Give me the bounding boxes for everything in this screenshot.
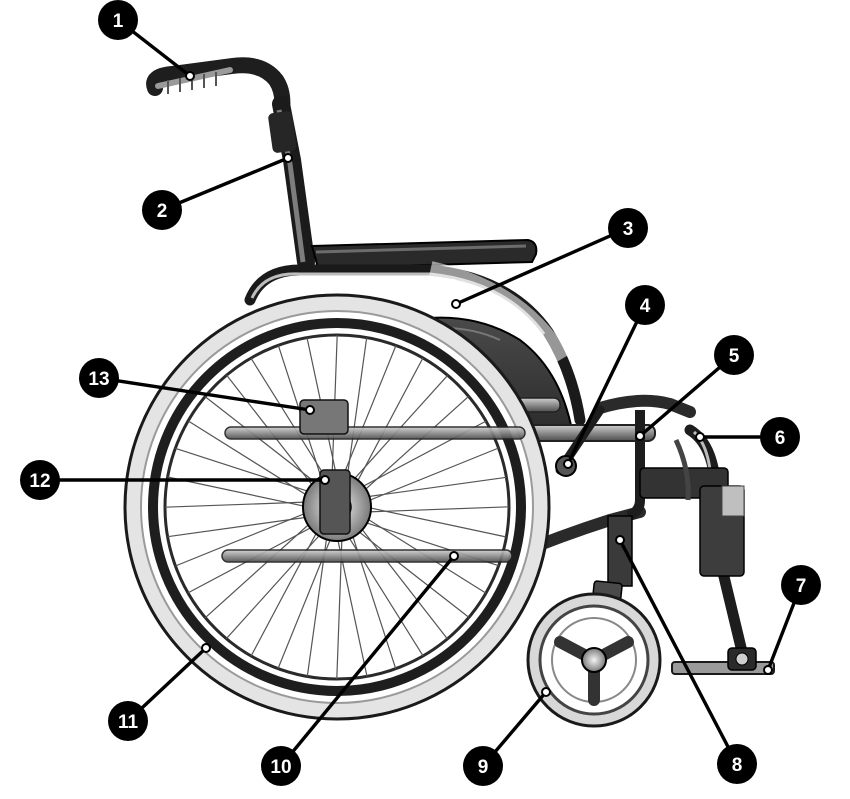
callout-12-anchor	[320, 475, 330, 485]
spoke	[277, 522, 338, 669]
spoke	[336, 521, 344, 680]
spoke	[250, 517, 326, 657]
callout-9-label: 9	[478, 757, 489, 778]
callout-4-leader	[566, 303, 647, 466]
callout-2-label: 2	[157, 201, 168, 222]
callout-5-label: 5	[729, 346, 740, 367]
spoke	[167, 476, 322, 511]
callout-5-anchor	[635, 431, 645, 441]
frame-overlay	[221, 399, 526, 563]
callout-10-anchor	[449, 551, 459, 561]
callout-1-label: 1	[113, 11, 124, 32]
spoke	[175, 506, 322, 567]
callout-13: 13	[79, 358, 119, 398]
spoke	[204, 512, 323, 619]
callout-10: 10	[261, 746, 301, 786]
callout-11: 11	[108, 701, 148, 741]
wheelchair-illustration	[123, 57, 775, 728]
callout-4-anchor	[563, 459, 573, 469]
spoke	[352, 447, 499, 508]
callout-9-anchor	[541, 687, 551, 697]
callout-10-label: 10	[270, 757, 291, 778]
callout-6: 6	[760, 417, 800, 457]
push-handle	[146, 57, 291, 118]
callout-8-anchor	[615, 535, 625, 545]
spoke	[352, 503, 507, 538]
callout-badges: 1 2 3 4 5 6 7 8	[20, 0, 821, 786]
callout-2-leader	[160, 156, 290, 212]
spoke	[175, 447, 325, 498]
callout-4-label: 4	[640, 296, 651, 317]
callout-anchors	[185, 71, 773, 697]
callout-12: 12	[20, 460, 60, 500]
spoke	[346, 519, 397, 669]
callout-13-leader	[97, 376, 312, 412]
callout-leaders	[38, 18, 803, 768]
callout-1: 1	[98, 0, 138, 40]
spoke	[306, 520, 330, 677]
spoke	[333, 522, 368, 677]
callout-8: 8	[717, 744, 757, 784]
callout-3: 3	[608, 208, 648, 248]
callout-7: 7	[781, 565, 821, 605]
spoke	[351, 395, 470, 502]
footplate	[671, 647, 775, 675]
callout-9: 9	[463, 746, 503, 786]
spoke	[350, 514, 448, 640]
spoke	[167, 514, 324, 538]
callout-4: 4	[625, 285, 665, 325]
spoke	[250, 357, 335, 492]
armrest-pad	[310, 238, 538, 270]
spoke	[339, 522, 424, 657]
callout-5: 5	[714, 335, 754, 375]
backrest-post	[268, 95, 315, 271]
callout-13-label: 13	[88, 369, 109, 390]
callout-1-anchor	[185, 71, 195, 81]
callout-10-leader	[279, 554, 456, 768]
spoke	[351, 506, 510, 514]
spoke	[350, 476, 507, 500]
spoke	[336, 345, 397, 492]
callout-3-leader	[454, 226, 630, 306]
callout-2: 2	[142, 190, 182, 230]
caster-wheel	[526, 592, 662, 728]
callout-6-label: 6	[775, 428, 786, 449]
spoke	[344, 520, 470, 618]
side-guard-frame	[244, 261, 586, 426]
callout-11-anchor	[201, 643, 211, 653]
spoke	[187, 420, 322, 505]
callout-7-anchor	[763, 665, 773, 675]
callout-8-label: 8	[732, 755, 743, 776]
callout-11-label: 11	[118, 712, 139, 733]
callout-7-label: 7	[796, 576, 807, 597]
callout-12-label: 12	[29, 471, 50, 492]
callout-3-label: 3	[623, 219, 634, 240]
callout-3-anchor	[451, 299, 461, 309]
spoke	[204, 396, 330, 494]
spoke	[164, 500, 323, 508]
callout-2-anchor	[283, 153, 293, 163]
callout-6-anchor	[695, 432, 705, 442]
callout-5-leader	[638, 353, 736, 438]
callout-13-anchor	[305, 405, 315, 415]
spoke	[225, 521, 332, 640]
callout-8-leader	[618, 538, 739, 766]
spoke	[344, 337, 368, 494]
